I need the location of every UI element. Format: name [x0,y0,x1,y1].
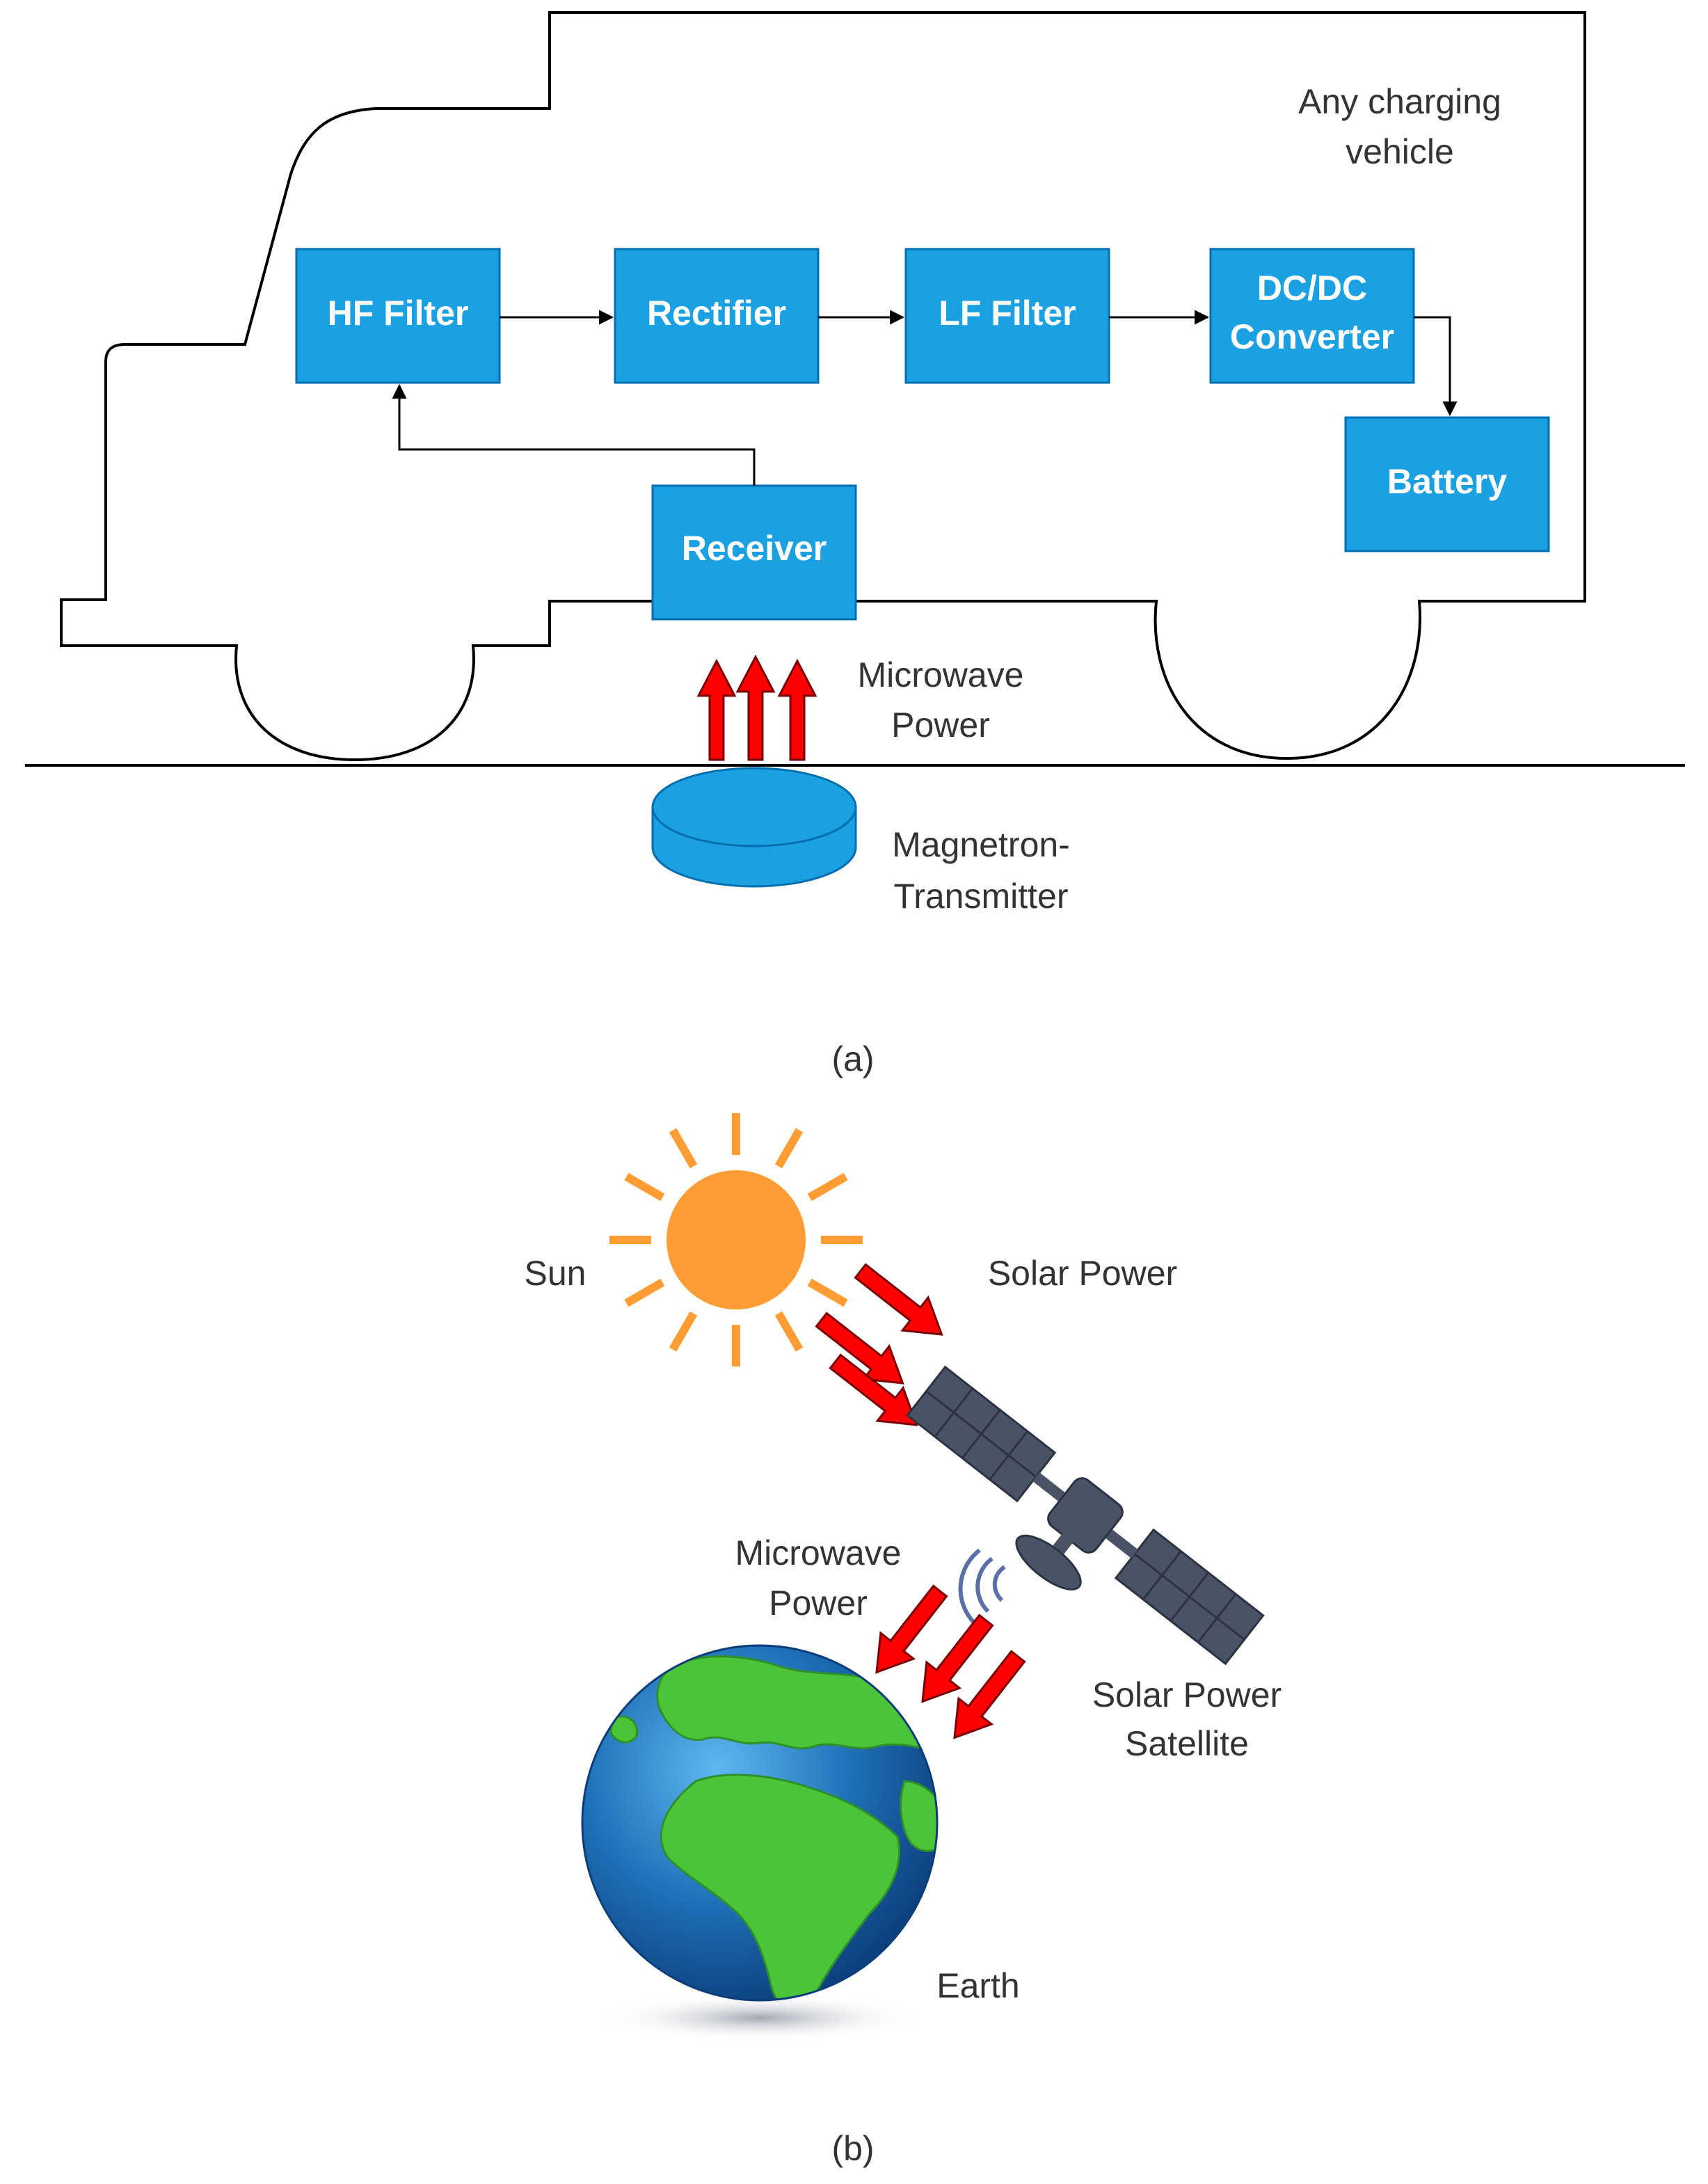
microwave-power-arrows-b [875,1584,1026,1739]
dcdc-label-line1: DC/DC [1257,269,1367,308]
sun-ray [669,1311,698,1352]
panel-b: Sun Solar Power [525,1113,1282,2168]
vehicle-label-line2: vehicle [1346,132,1454,171]
solar-arrow-2 [815,1312,904,1385]
lf-filter-block: LF Filter [904,248,1110,384]
rectifier-label: Rectifier [647,294,786,333]
transmitter-label-line1: Magnetron- [892,825,1070,864]
solar-arrow-1 [854,1263,943,1336]
transmitter-label-line2: Transmitter [894,877,1069,916]
battery-label: Battery [1387,462,1507,501]
microwave-arrow-2 [735,654,776,761]
sun-ray [774,1311,804,1352]
earth-icon [581,1644,939,2041]
satellite-icon [906,1365,1265,1666]
dcdc-converter-block: DC/DC Converter [1209,248,1415,384]
panel-a: Any charging vehicle HF Filter Rectifier… [25,11,1685,1078]
sun-ray [669,1128,698,1169]
receiver-label: Receiver [682,529,827,568]
solar-arrow-3 [829,1353,918,1426]
lf-filter-label: LF Filter [939,294,1076,333]
microwave-b-arrow-2 [921,1613,994,1703]
microwave-label-b-line2: Power [769,1584,868,1623]
sun-ray [774,1128,804,1169]
vehicle-label-line1: Any charging [1298,82,1501,121]
microwave-power-arrows [696,654,817,761]
sun-ray [807,1278,848,1307]
microwave-label-a-line2: Power [891,706,990,744]
vehicle-outline [60,11,1586,762]
hf-filter-label: HF Filter [328,294,469,333]
hf-filter-block: HF Filter [295,248,501,384]
microwave-b-arrow-1 [875,1584,948,1674]
solar-power-label: Solar Power [988,1254,1177,1293]
sun-ray [624,1172,665,1202]
caption-a: (a) [831,1039,874,1078]
arrow-dcdc-to-battery [1414,316,1458,417]
signal-waves-icon [958,1548,1006,1625]
satellite-label-line1: Solar Power [1092,1675,1282,1714]
microwave-label-a-line1: Microwave [858,655,1024,694]
satellite-label-line2: Satellite [1125,1724,1249,1763]
caption-b: (b) [831,2129,874,2168]
microwave-arrow-1 [696,658,737,761]
solar-power-arrows [815,1263,943,1426]
arrow-receiver-to-hf [392,383,756,486]
sun-ray [807,1172,848,1202]
microwave-b-arrow-3 [953,1650,1026,1739]
magnetron-transmitter [651,767,857,888]
rectifier-block: Rectifier [614,248,820,384]
sun-label: Sun [525,1254,586,1293]
microwave-label-b-line1: Microwave [735,1533,902,1572]
earth-label: Earth [936,1966,1020,2005]
microwave-arrow-3 [777,658,817,761]
receiver-block: Receiver [651,484,857,621]
dcdc-label-line2: Converter [1230,317,1394,356]
sun-ray [624,1278,665,1307]
battery-block: Battery [1344,416,1550,552]
sun-icon [609,1113,863,1366]
